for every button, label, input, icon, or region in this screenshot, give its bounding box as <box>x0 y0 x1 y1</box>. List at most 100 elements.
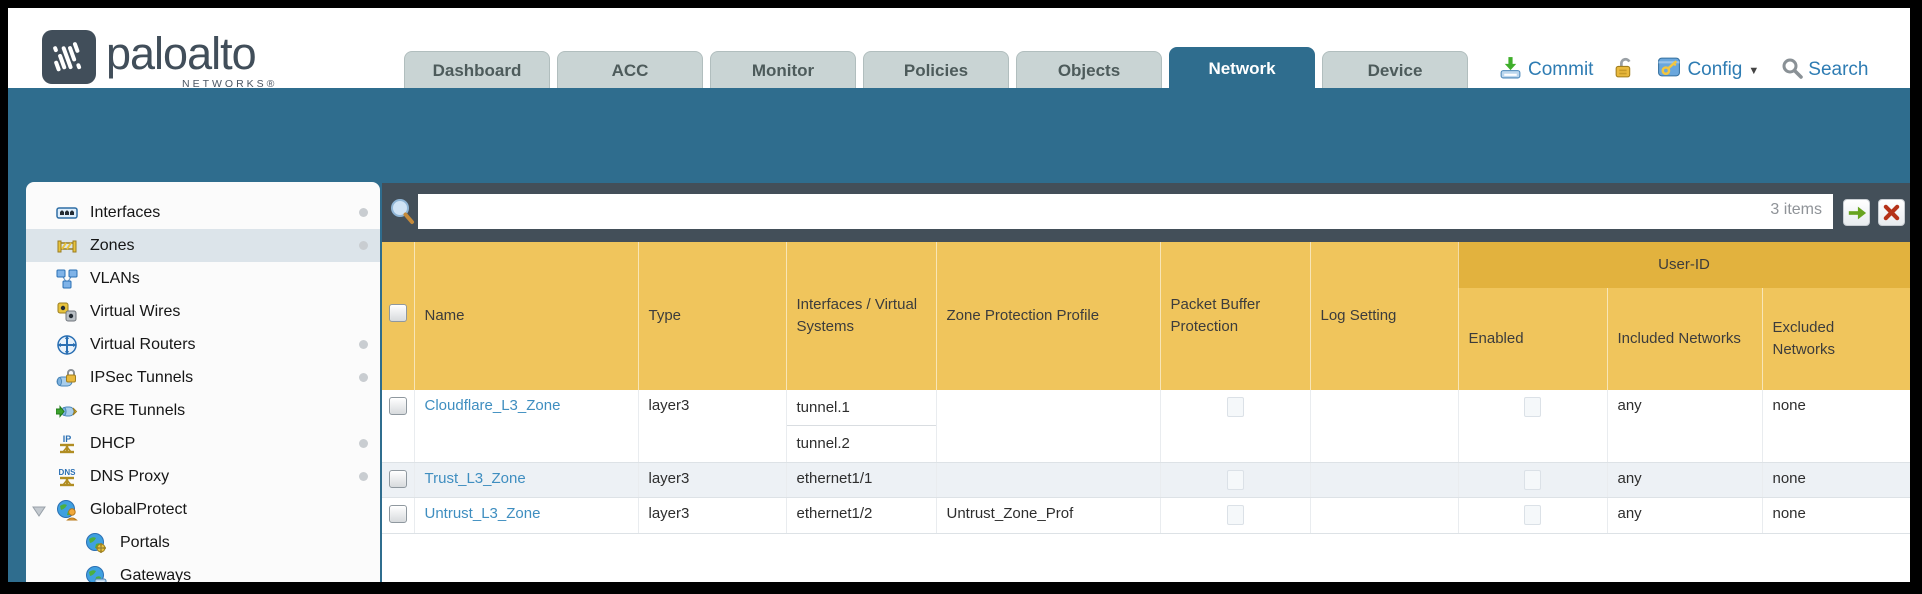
status-dot <box>359 472 368 481</box>
packet-buffer-protection-cell <box>1160 462 1311 498</box>
sidebar-item-interfaces[interactable]: Interfaces <box>26 196 380 229</box>
zone-name-link[interactable]: Cloudflare_L3_Zone <box>424 397 561 414</box>
commit-icon[interactable] <box>1498 55 1523 85</box>
commit-link[interactable]: Commit <box>1528 59 1594 80</box>
sidebar-item-globalprotect[interactable]: GlobalProtect <box>26 493 380 526</box>
virtual-routers-icon <box>56 334 78 356</box>
status-dot <box>359 439 368 448</box>
column-header-packet-buffer-protection[interactable]: Packet Buffer Protection <box>1160 242 1311 390</box>
gateways-icon <box>85 565 107 582</box>
column-header-included-networks[interactable]: Included Networks <box>1607 288 1763 390</box>
sidebar-item-label: Portals <box>120 533 170 551</box>
zone-protection-profile-cell <box>936 462 1161 498</box>
column-header-log-setting[interactable]: Log Setting <box>1310 242 1459 390</box>
status-dot <box>359 208 368 217</box>
portals-icon <box>85 532 107 554</box>
zones-icon <box>56 235 78 257</box>
network-sidebar: Interfaces Zones VLANs Virtual Wires <box>26 182 380 582</box>
sidebar-item-gre-tunnels[interactable]: GRE Tunnels <box>26 394 380 427</box>
interface-item: tunnel.2 <box>796 435 850 452</box>
zones-table: Name Type Interfaces / Virtual Systems Z… <box>382 242 1910 534</box>
tab-dashboard[interactable]: Dashboard <box>404 51 550 88</box>
ipsec-tunnels-icon <box>56 367 78 389</box>
header: paloalto NETWORKS® Dashboard ACC Monitor… <box>8 8 1910 90</box>
row-select-checkbox[interactable] <box>388 470 407 488</box>
included-networks-cell: any <box>1607 390 1763 463</box>
tab-device[interactable]: Device <box>1322 51 1468 88</box>
zones-panel: 3 items Name Type <box>382 183 1910 582</box>
column-header-excluded-networks[interactable]: Excluded Networks <box>1762 288 1910 390</box>
row-select-checkbox[interactable] <box>388 397 407 415</box>
tab-acc[interactable]: ACC <box>557 51 703 88</box>
virtual-wires-icon <box>56 301 78 323</box>
apply-filter-button[interactable] <box>1843 199 1870 226</box>
filter-toolbar: 3 items <box>382 183 1910 242</box>
sidebar-item-portals[interactable]: Portals <box>26 526 380 559</box>
row-select-checkbox[interactable] <box>388 505 407 523</box>
sidebar-item-label: Gateways <box>120 566 192 583</box>
paloalto-logo: paloalto NETWORKS® <box>42 28 342 90</box>
column-group-user-id: User-ID <box>1457 242 1910 288</box>
search-link[interactable]: Search <box>1808 59 1869 80</box>
expand-caret-icon[interactable] <box>32 504 46 522</box>
packet-buffer-protection-checkbox <box>1226 470 1244 490</box>
sidebar-item-dns-proxy[interactable]: DNS DNS Proxy <box>26 460 380 493</box>
paloalto-logo-icon <box>42 30 96 84</box>
main-nav-tabs: Dashboard ACC Monitor Policies Objects N… <box>404 47 1468 88</box>
user-id-enabled-checkbox <box>1524 470 1541 490</box>
zone-type-cell: layer3 <box>638 390 787 463</box>
status-dot <box>359 340 368 349</box>
zone-interfaces-cell: ethernet1/1 <box>786 462 937 498</box>
user-id-enabled-checkbox <box>1524 505 1541 525</box>
column-header-zone-protection-profile[interactable]: Zone Protection Profile <box>936 242 1161 390</box>
packet-buffer-protection-cell <box>1160 390 1311 463</box>
svg-text:IP: IP <box>63 434 72 444</box>
included-networks-cell: any <box>1607 497 1763 534</box>
excluded-networks-cell: none <box>1762 462 1910 498</box>
sidebar-item-zones[interactable]: Zones <box>26 229 380 262</box>
logo-sub-text: NETWORKS® <box>182 78 278 90</box>
tab-network[interactable]: Network <box>1169 47 1315 88</box>
select-all-checkbox[interactable] <box>388 303 407 322</box>
tab-objects[interactable]: Objects <box>1016 51 1162 88</box>
log-setting-cell <box>1310 390 1459 463</box>
log-setting-cell <box>1310 462 1459 498</box>
sidebar-item-label: GRE Tunnels <box>90 401 186 419</box>
zone-name-link[interactable]: Trust_L3_Zone <box>424 470 526 487</box>
interfaces-icon <box>56 202 78 224</box>
status-dot <box>359 241 368 250</box>
logo-wordmark: paloalto <box>106 28 257 79</box>
interface-item: tunnel.1 <box>786 390 936 426</box>
sidebar-item-label: VLANs <box>90 269 140 287</box>
config-dropdown-caret[interactable]: ▼ <box>1748 65 1760 77</box>
sidebar-item-label: DNS Proxy <box>90 467 170 485</box>
column-header-name[interactable]: Name <box>414 242 639 390</box>
sidebar-item-virtual-wires[interactable]: Virtual Wires <box>26 295 380 328</box>
filter-input[interactable] <box>418 194 1833 229</box>
zone-type-cell: layer3 <box>638 462 787 498</box>
status-dot <box>359 373 368 382</box>
config-icon[interactable] <box>1656 55 1682 85</box>
table-row: Untrust_L3_Zone layer3 ethernet1/2 Untru… <box>382 497 1910 534</box>
config-link[interactable]: Config <box>1687 59 1743 80</box>
lock-icon[interactable] <box>1613 56 1636 85</box>
column-header-enabled[interactable]: Enabled <box>1458 288 1608 390</box>
column-header-type[interactable]: Type <box>638 242 787 390</box>
table-row: Trust_L3_Zone layer3 ethernet1/1 any non… <box>382 462 1910 498</box>
filter-search-icon <box>388 196 416 231</box>
sidebar-item-vlans[interactable]: VLANs <box>26 262 380 295</box>
packet-buffer-protection-checkbox <box>1226 397 1244 417</box>
column-header-interfaces[interactable]: Interfaces / Virtual Systems <box>786 242 937 390</box>
search-icon[interactable] <box>1781 57 1804 84</box>
sidebar-item-dhcp[interactable]: IP DHCP <box>26 427 380 460</box>
zone-protection-profile-cell <box>936 390 1161 463</box>
tab-policies[interactable]: Policies <box>863 51 1009 88</box>
sidebar-item-gateways[interactable]: Gateways <box>26 559 380 582</box>
zone-name-link[interactable]: Untrust_L3_Zone <box>424 505 541 522</box>
tab-monitor[interactable]: Monitor <box>710 51 856 88</box>
sidebar-item-ipsec-tunnels[interactable]: IPSec Tunnels <box>26 361 380 394</box>
header-checkbox-cell <box>382 242 415 390</box>
clear-filter-button[interactable] <box>1878 199 1905 226</box>
sidebar-item-virtual-routers[interactable]: Virtual Routers <box>26 328 380 361</box>
